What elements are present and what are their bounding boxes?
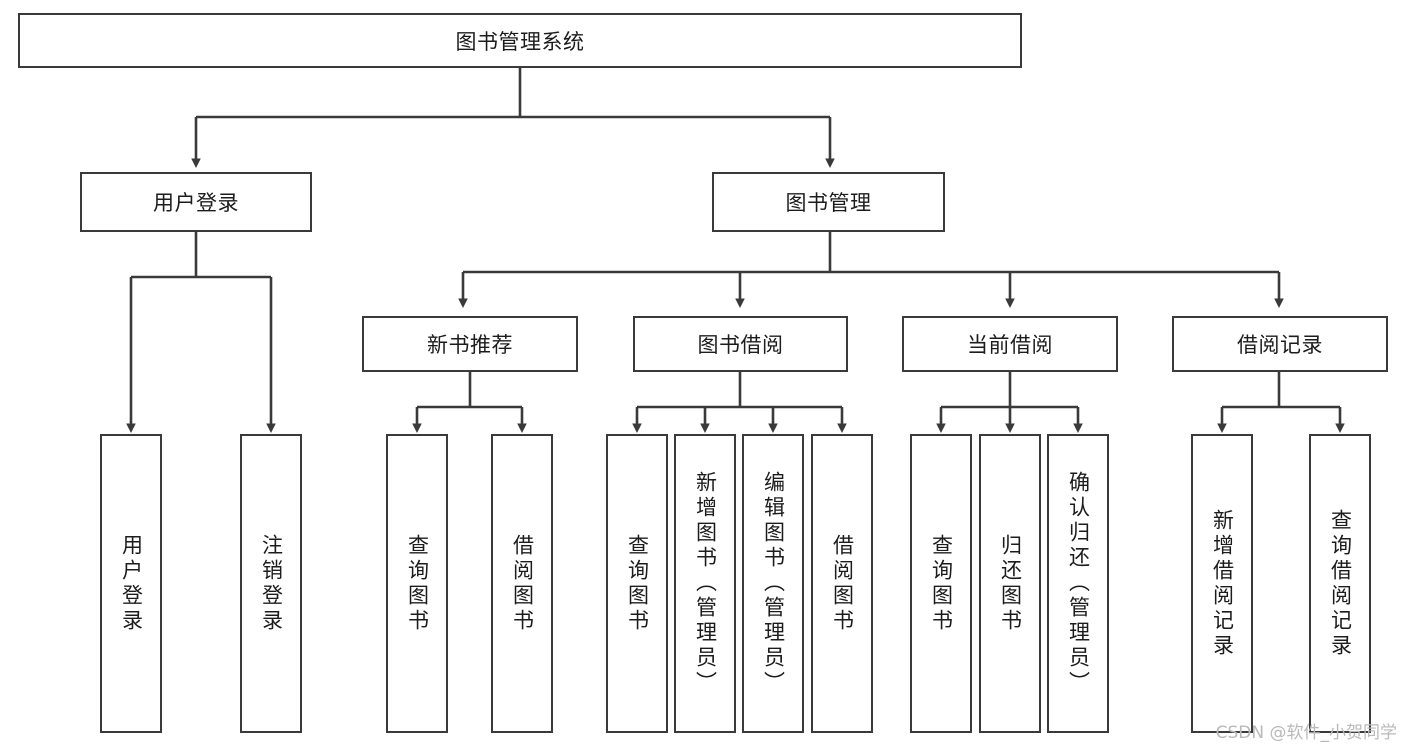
node-borrow-record[interactable]: 借阅记录 [1172,316,1388,372]
node-leaf-add-record[interactable]: 新增借阅记录 [1191,434,1253,733]
node-leaf-add-record-label: 新增借阅记录 [1210,508,1235,659]
node-current-borrow-label: 当前借阅 [967,333,1053,357]
node-leaf-query-book-3[interactable]: 查询图书 [910,434,972,733]
node-root-label: 图书管理系统 [455,29,585,54]
node-new-book-recommend-label: 新书推荐 [427,333,513,357]
node-leaf-query-book-3-label: 查询图书 [929,533,954,634]
node-leaf-borrow-book-1-label: 借阅图书 [510,533,535,634]
node-new-book-recommend[interactable]: 新书推荐 [362,316,578,372]
node-leaf-return-book[interactable]: 归还图书 [979,434,1041,733]
node-leaf-add-book[interactable]: 新增图书（管理员） [674,434,736,733]
node-user-login[interactable]: 用户登录 [80,172,312,232]
node-leaf-query-book-2[interactable]: 查询图书 [606,434,668,733]
node-leaf-confirm-return[interactable]: 确认归还（管理员） [1047,434,1109,733]
node-leaf-add-book-label: 新增图书（管理员） [693,471,718,696]
node-leaf-query-book-1[interactable]: 查询图书 [386,434,448,733]
node-leaf-query-record-label: 查询借阅记录 [1328,508,1353,659]
node-leaf-return-book-label: 归还图书 [998,533,1023,634]
node-leaf-logout-label: 注销登录 [259,533,284,634]
node-leaf-borrow-book-2-label: 借阅图书 [830,533,855,634]
node-leaf-edit-book-label: 编辑图书（管理员） [761,471,786,696]
node-leaf-query-record[interactable]: 查询借阅记录 [1309,434,1371,733]
node-book-manage-label: 图书管理 [785,191,872,215]
node-leaf-query-book-2-label: 查询图书 [625,533,650,634]
node-leaf-borrow-book-2[interactable]: 借阅图书 [811,434,873,733]
node-leaf-logout[interactable]: 注销登录 [240,434,302,733]
node-root[interactable]: 图书管理系统 [18,13,1022,68]
node-leaf-edit-book[interactable]: 编辑图书（管理员） [742,434,804,733]
node-leaf-user-login[interactable]: 用户登录 [100,434,162,733]
node-book-manage[interactable]: 图书管理 [712,172,945,232]
node-leaf-confirm-return-label: 确认归还（管理员） [1066,471,1091,696]
node-leaf-query-book-1-label: 查询图书 [405,533,430,634]
node-borrow-record-label: 借阅记录 [1237,333,1323,357]
node-book-borrow[interactable]: 图书借阅 [633,316,848,372]
node-user-login-label: 用户登录 [153,191,239,215]
node-leaf-user-login-label: 用户登录 [119,533,144,634]
csdn-watermark: CSDN @软件_小贺同学 [1215,723,1397,743]
node-book-borrow-label: 图书借阅 [697,333,784,357]
node-current-borrow[interactable]: 当前借阅 [902,316,1118,372]
node-leaf-borrow-book-1[interactable]: 借阅图书 [491,434,553,733]
